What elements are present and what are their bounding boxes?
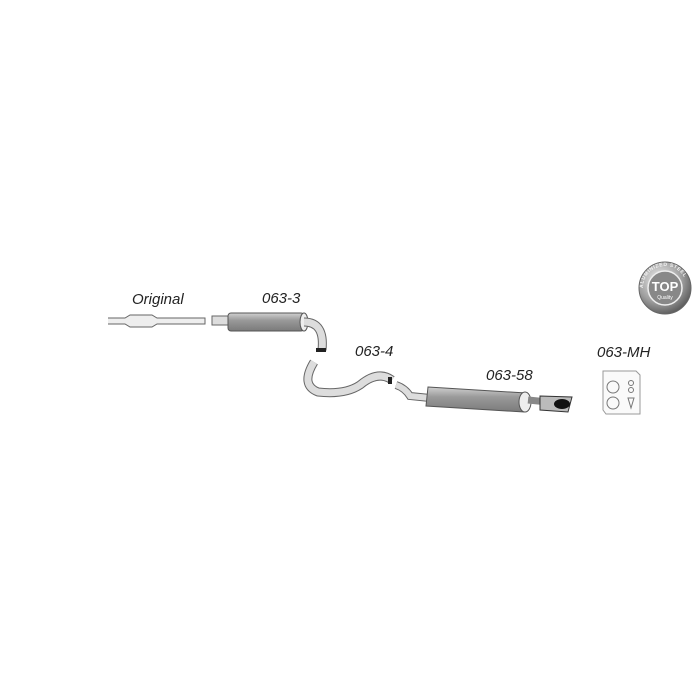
top-quality-badge: ALUMINIZED STEEL TOP Quality (638, 261, 692, 315)
original-pipe (108, 314, 206, 328)
label-front-muffler: 063-3 (262, 290, 301, 307)
label-middle-pipe: 063-4 (355, 343, 393, 360)
label-mounting-kit: 063-MH (597, 344, 651, 361)
badge-sub-text: Quality (657, 295, 673, 301)
label-rear-muffler: 063-58 (486, 367, 533, 384)
badge-main-text: TOP (652, 279, 679, 294)
label-original: Original (132, 291, 184, 308)
middle-pipe-part[interactable] (303, 359, 395, 398)
front-muffler-part[interactable] (211, 312, 327, 352)
rear-muffler-part[interactable] (394, 381, 573, 413)
mounting-kit-part[interactable] (602, 370, 641, 415)
